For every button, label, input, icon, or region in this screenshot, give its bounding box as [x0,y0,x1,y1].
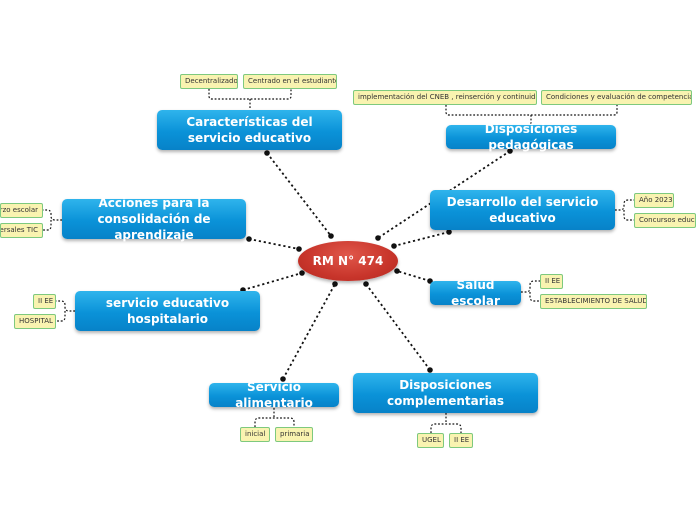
link-complementarias [365,283,431,371]
tag-refuerzo-escolar[interactable]: Refuerzo escolar [0,203,43,218]
tag-primaria[interactable]: primaria [275,427,313,442]
tag-hospital[interactable]: HOSPITAL [14,314,56,329]
topic-caracteristicas[interactable]: Características del servicio educativo [157,110,342,150]
tag-ii-ee[interactable]: II EE [33,294,56,309]
bracket-acciones [43,209,62,231]
bracket-hospitalario [56,300,75,322]
tag-ii-ee[interactable]: II EE [540,274,563,289]
tag-ii-ee[interactable]: II EE [449,433,473,448]
tag-ano-2023[interactable]: Año 2023 [634,193,674,208]
link-hospitalario [242,272,303,291]
link-dot [391,243,397,249]
tag-establecimiento-salud[interactable]: ESTABLECIMIENTO DE SALUD [540,294,647,309]
link-dot [246,236,252,242]
bracket-salud [521,280,540,302]
link-caracteristicas [266,152,332,237]
topic-hospitalario[interactable]: servicio educativo hospitalario [75,291,260,331]
link-dot [299,270,305,276]
bracket-caracteristicas [208,89,292,109]
link-dot [394,268,400,274]
topic-desarrollo[interactable]: Desarrollo del servicio educativo [430,190,615,230]
topic-acciones[interactable]: Acciones para la consolidación de aprend… [62,196,246,242]
link-salud [396,270,431,282]
link-dot [375,235,381,241]
link-dot [507,148,513,154]
link-acciones [248,238,300,250]
bracket-pedagogicas [445,105,618,125]
link-dot [280,376,286,382]
topic-disposiciones-complementarias[interactable]: Disposiciones complementarias [353,373,538,413]
link-pedagogicas [377,150,511,239]
bracket-complementarias [430,413,462,433]
tag-ugel[interactable]: UGEL [417,433,444,448]
central-topic[interactable]: RM N° 474 [298,241,398,281]
link-dot [427,367,433,373]
bracket-alimentario [254,408,295,427]
tag-concursos-educativos[interactable]: Concursos educativos [634,213,696,228]
topic-alimentario[interactable]: Servicio alimentario [209,380,339,410]
link-dot [332,281,338,287]
tag-transversales-tic[interactable]: Transversales TIC [0,223,43,238]
tag-inicial[interactable]: inicial [240,427,270,442]
link-alimentario [282,283,336,380]
bracket-desarrollo [615,199,634,221]
link-dot [446,229,452,235]
link-dot [296,246,302,252]
link-dot [328,233,334,239]
tag-implementacion-cneb[interactable]: implementación del CNEB , reinserción y … [353,90,537,105]
link-desarrollo [393,231,450,247]
link-dot [264,150,270,156]
topic-disposiciones-pedagogicas[interactable]: Disposiciones pedagógicas [446,122,616,152]
tag-decentralizado[interactable]: Decentralizado [180,74,238,89]
tag-centrado-estudiante[interactable]: Centrado en el estudiante [243,74,337,89]
topic-salud-escolar[interactable]: Salud escolar [430,278,521,308]
link-dot [363,281,369,287]
tag-condiciones-evaluacion[interactable]: Condiciones y evaluación de competencias [541,90,692,105]
